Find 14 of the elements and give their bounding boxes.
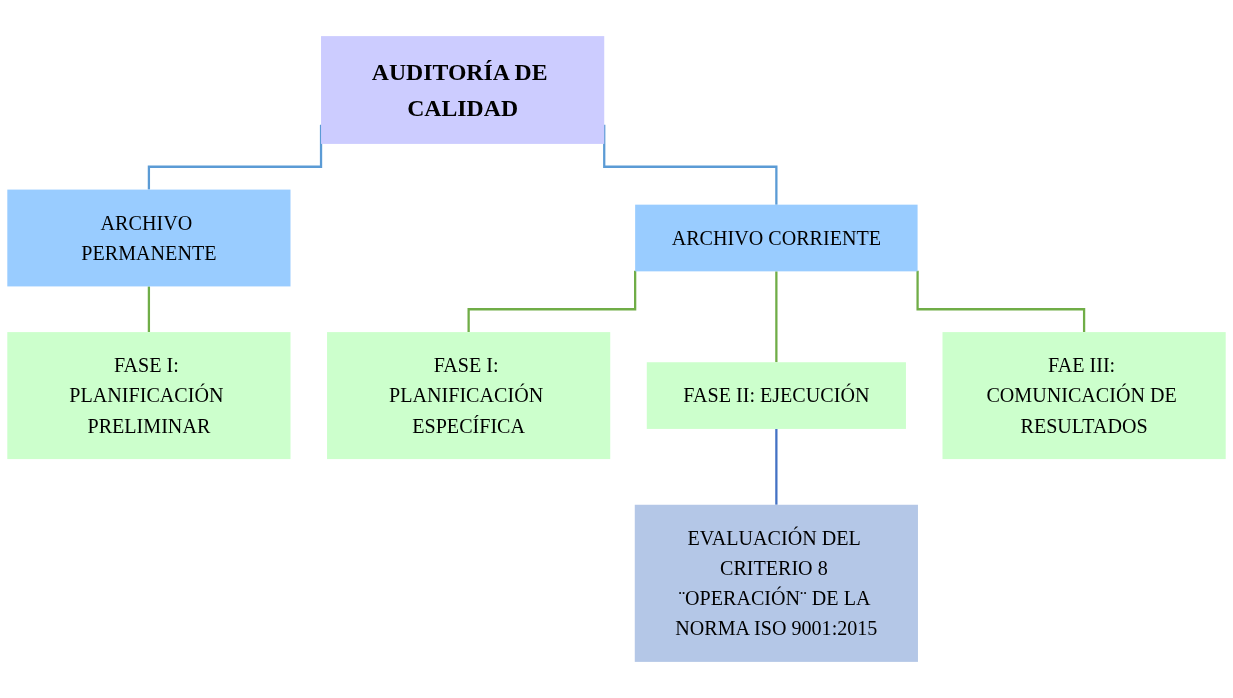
connector [147, 124, 323, 191]
node-box: AUDITORÍA DE CALIDAD [321, 36, 605, 144]
node-box: FASE I: PLANIFICACIÓN PRELIMINAR [7, 332, 291, 460]
connector [775, 428, 778, 506]
node-box: FAE III: COMUNICACIÓN DE RESULTADOS [942, 332, 1226, 460]
node-box: ARCHIVO CORRIENTE [635, 204, 918, 272]
connector [916, 270, 1086, 334]
connector [467, 270, 637, 334]
node-box: EVALUACIÓN DEL CRITERIO 8 ¨OPERACIÓN¨ DE LA NORMA ISO 9001:2015 [634, 504, 918, 662]
connector [775, 271, 778, 364]
node-box: FASE I: PLANIFICACIÓN ESPECÍFICA [327, 332, 611, 460]
node-box: ARCHIVO PERMANENTE [7, 189, 291, 287]
connector [147, 286, 151, 334]
node-box: FASE II: EJECUCIÓN [646, 362, 906, 429]
